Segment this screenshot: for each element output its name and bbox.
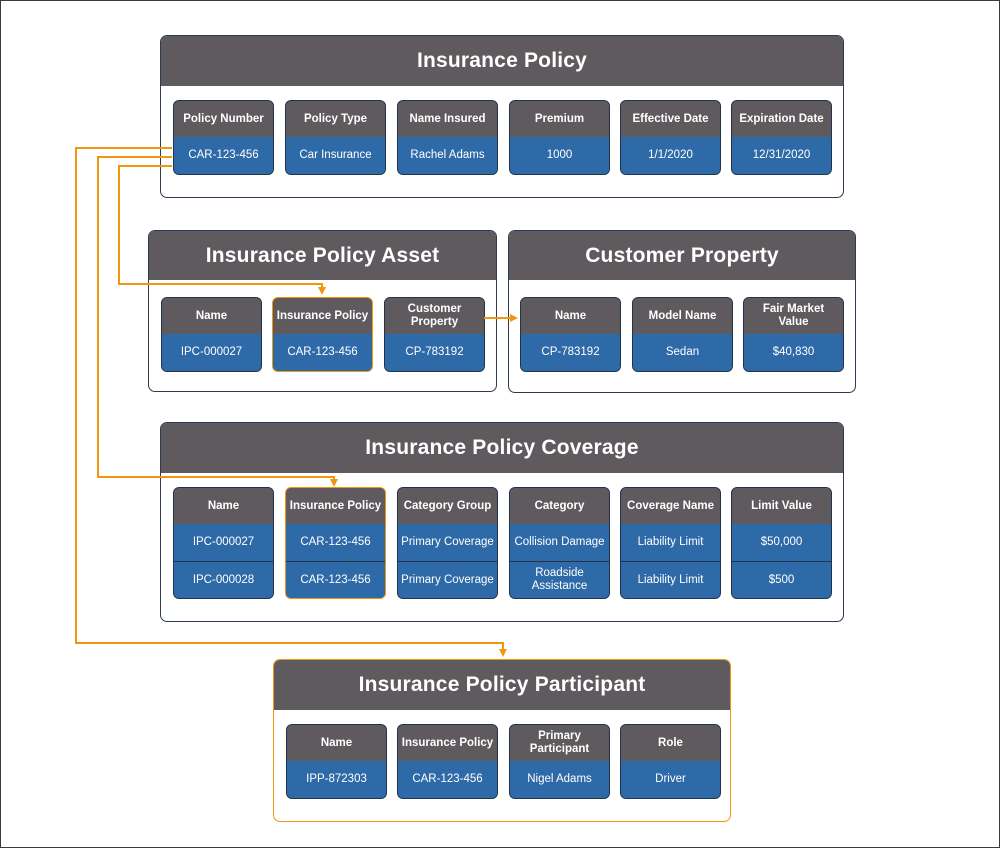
field-value: CAR-123-456	[398, 761, 497, 798]
field-value: IPC-000027	[174, 524, 273, 561]
field-value: Car Insurance	[286, 137, 385, 174]
policy-to-asset-connector	[118, 165, 326, 295]
field-value: CAR-123-456	[273, 334, 372, 371]
field-value: Roadside Assistance	[510, 561, 609, 598]
field-value: Primary Coverage	[398, 524, 497, 561]
participant-name-field: Name IPP-872303	[286, 724, 387, 799]
insurance-policy-coverage-panel: Insurance Policy Coverage Name IPC-00002…	[160, 422, 844, 622]
field-value: 1000	[510, 137, 609, 174]
policy-number-field: Policy Number CAR-123-456	[173, 100, 274, 175]
insurance-policy-title: Insurance Policy	[161, 36, 843, 86]
asset-name-field: Name IPC-000027	[161, 297, 262, 372]
limit-value-field: Limit Value $50,000 $500	[731, 487, 832, 599]
asset-insurance-policy-field: Insurance Policy CAR-123-456	[272, 297, 373, 372]
field-label: Primary Participant	[510, 725, 609, 761]
category-group-field: Category Group Primary Coverage Primary …	[397, 487, 498, 599]
field-value: Driver	[621, 761, 720, 798]
insurance-policy-asset-title: Insurance Policy Asset	[149, 231, 496, 280]
field-value: Collision Damage	[510, 524, 609, 561]
property-name-field: Name CP-783192	[520, 297, 621, 372]
role-field: Role Driver	[620, 724, 721, 799]
field-value: $50,000	[732, 524, 831, 561]
model-name-field: Model Name Sedan	[632, 297, 733, 372]
insurance-policy-participant-panel: Insurance Policy Participant Name IPP-87…	[273, 659, 731, 822]
field-value: 1/1/2020	[621, 137, 720, 174]
insurance-policy-participant-title: Insurance Policy Participant	[274, 660, 730, 710]
field-label: Policy Number	[174, 101, 273, 137]
insurance-policy-asset-panel: Insurance Policy Asset Name IPC-000027 I…	[148, 230, 497, 392]
field-value: CAR-123-456	[174, 137, 273, 174]
field-label: Name	[162, 298, 261, 334]
field-value: $40,830	[744, 334, 843, 371]
primary-participant-field: Primary Participant Nigel Adams	[509, 724, 610, 799]
policy-to-coverage-connector	[97, 156, 338, 487]
field-value: Sedan	[633, 334, 732, 371]
coverage-name-value-field: Coverage Name Liability Limit Liability …	[620, 487, 721, 599]
field-label: Model Name	[633, 298, 732, 334]
field-label: Coverage Name	[621, 488, 720, 524]
participant-insurance-policy-field: Insurance Policy CAR-123-456	[397, 724, 498, 799]
name-insured-field: Name Insured Rachel Adams	[397, 100, 498, 175]
field-label: Expiration Date	[732, 101, 831, 137]
field-label: Effective Date	[621, 101, 720, 137]
customer-property-panel: Customer Property Name CP-783192 Model N…	[508, 230, 856, 393]
field-label: Policy Type	[286, 101, 385, 137]
field-value: Liability Limit	[621, 561, 720, 598]
premium-field: Premium 1000	[509, 100, 610, 175]
field-label: Name	[174, 488, 273, 524]
field-label: Name	[521, 298, 620, 334]
field-value: Nigel Adams	[510, 761, 609, 798]
asset-customer-property-field: Customer Property CP-783192	[384, 297, 485, 372]
field-label: Premium	[510, 101, 609, 137]
field-value: IPC-000027	[162, 334, 261, 371]
field-value: Rachel Adams	[398, 137, 497, 174]
field-label: Category	[510, 488, 609, 524]
effective-date-field: Effective Date 1/1/2020	[620, 100, 721, 175]
field-label: Fair Market Value	[744, 298, 843, 334]
field-label: Insurance Policy	[273, 298, 372, 334]
field-value: $500	[732, 561, 831, 598]
field-label: Name Insured	[398, 101, 497, 137]
policy-to-participant-connector	[75, 147, 507, 657]
field-label: Insurance Policy	[398, 725, 497, 761]
coverage-name-field: Name IPC-000027 IPC-000028	[173, 487, 274, 599]
field-value: CP-783192	[385, 334, 484, 371]
field-value: CP-783192	[521, 334, 620, 371]
customer-property-title: Customer Property	[509, 231, 855, 280]
field-label: Category Group	[398, 488, 497, 524]
category-field: Category Collision Damage Roadside Assis…	[509, 487, 610, 599]
insurance-policy-coverage-title: Insurance Policy Coverage	[161, 423, 843, 473]
field-label: Role	[621, 725, 720, 761]
coverage-insurance-policy-field: Insurance Policy CAR-123-456 CAR-123-456	[285, 487, 386, 599]
field-label: Insurance Policy	[286, 488, 385, 524]
field-value: IPC-000028	[174, 561, 273, 598]
field-value: CAR-123-456	[286, 561, 385, 598]
field-value: 12/31/2020	[732, 137, 831, 174]
fair-market-value-field: Fair Market Value $40,830	[743, 297, 844, 372]
expiration-date-field: Expiration Date 12/31/2020	[731, 100, 832, 175]
field-value: CAR-123-456	[286, 524, 385, 561]
field-value: IPP-872303	[287, 761, 386, 798]
field-value: Primary Coverage	[398, 561, 497, 598]
field-label: Name	[287, 725, 386, 761]
field-label: Limit Value	[732, 488, 831, 524]
field-label: Customer Property	[385, 298, 484, 334]
policy-type-field: Policy Type Car Insurance	[285, 100, 386, 175]
field-value: Liability Limit	[621, 524, 720, 561]
insurance-policy-panel: Insurance Policy Policy Number CAR-123-4…	[160, 35, 844, 198]
